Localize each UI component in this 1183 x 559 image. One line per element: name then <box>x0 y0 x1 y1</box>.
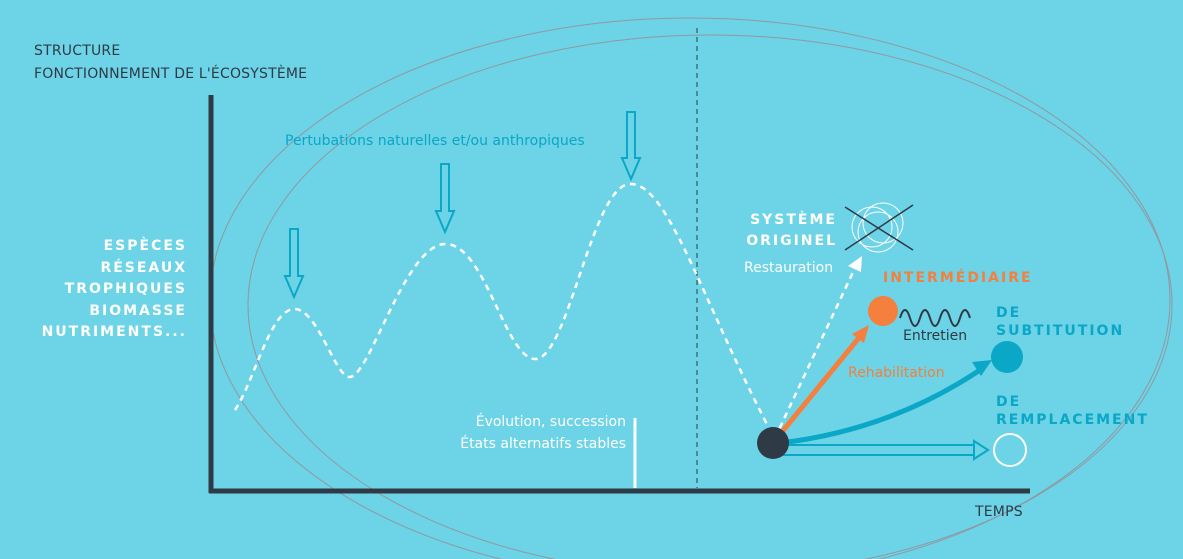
component-item: ESPÈCES <box>103 238 187 254</box>
replacement-label-line1: DE <box>996 394 1022 410</box>
disturbance-arrow-1 <box>283 228 305 300</box>
disturbance-arrow-3 <box>620 111 642 182</box>
restoration-label: Restauration <box>744 260 834 276</box>
replacement-label: DE REMPLACEMENT <box>996 393 1149 429</box>
x-axis-title: TEMPS <box>975 504 1023 520</box>
substitution-arrow-head <box>972 360 992 376</box>
component-item: NUTRIMENTS... <box>41 324 187 340</box>
substitution-label-line2: SUBTITUTION <box>996 323 1125 339</box>
evolution-label: Évolution, succession États alternatifs … <box>460 411 626 455</box>
y-axis-title: STRUCTURE FONCTIONNEMENT DE L'ÉCOSYSTÈME <box>34 40 307 86</box>
replacement-dot <box>993 433 1027 467</box>
rehabilitation-label: Rehabilitation <box>848 365 945 381</box>
y-axis-title-line1: STRUCTURE <box>34 43 121 59</box>
restoration-arrow-line <box>773 267 857 439</box>
intermediate-dot <box>868 296 898 326</box>
component-item: TROPHIQUES <box>64 281 187 297</box>
original-system-label: SYSTÈME ORIGINEL <box>746 210 837 252</box>
outline-ellipse-outer <box>209 17 1171 559</box>
replacement-arrow-head <box>973 439 990 461</box>
substitution-label: DE SUBTITUTION <box>996 304 1124 340</box>
component-item: RÉSEAUX <box>100 259 187 276</box>
rehabilitation-arrow-head <box>852 325 869 343</box>
original-system-line1: SYSTÈME <box>750 212 837 228</box>
evolution-label-line2: États alternatifs stables <box>460 436 626 452</box>
replacement-label-line2: REMPLACEMENT <box>996 412 1149 428</box>
component-item: BIOMASSE <box>89 302 187 319</box>
intermediate-label: INTERMÉDIAIRE <box>883 270 1033 286</box>
substitution-dot <box>991 341 1023 373</box>
original-system-line2: ORIGINEL <box>746 233 837 249</box>
restoration-arrow-head <box>848 256 862 272</box>
substitution-label-line1: DE <box>996 305 1022 321</box>
trajectory-curve <box>233 182 772 431</box>
substitution-arrow-curve <box>779 367 982 446</box>
maintenance-wave <box>899 309 971 327</box>
evolution-label-line1: Évolution, succession <box>475 414 626 430</box>
original-system-icon <box>844 202 914 253</box>
disturbance-label: Pertubations naturelles et/ou anthropiqu… <box>285 133 585 149</box>
outline-ellipse-inner <box>247 34 1173 559</box>
maintenance-label: Entretien <box>903 328 968 344</box>
y-axis-title-line2: FONCTIONNEMENT DE L'ÉCOSYSTÈME <box>34 66 308 82</box>
rehabilitation-arrow-line <box>775 332 864 440</box>
degraded-state-dot <box>757 427 789 459</box>
disturbance-arrow-2 <box>434 163 456 235</box>
ecosystem-components-list: ESPÈCES RÉSEAUX TROPHIQUES BIOMASSE NUTRIMEN… <box>42 236 187 344</box>
